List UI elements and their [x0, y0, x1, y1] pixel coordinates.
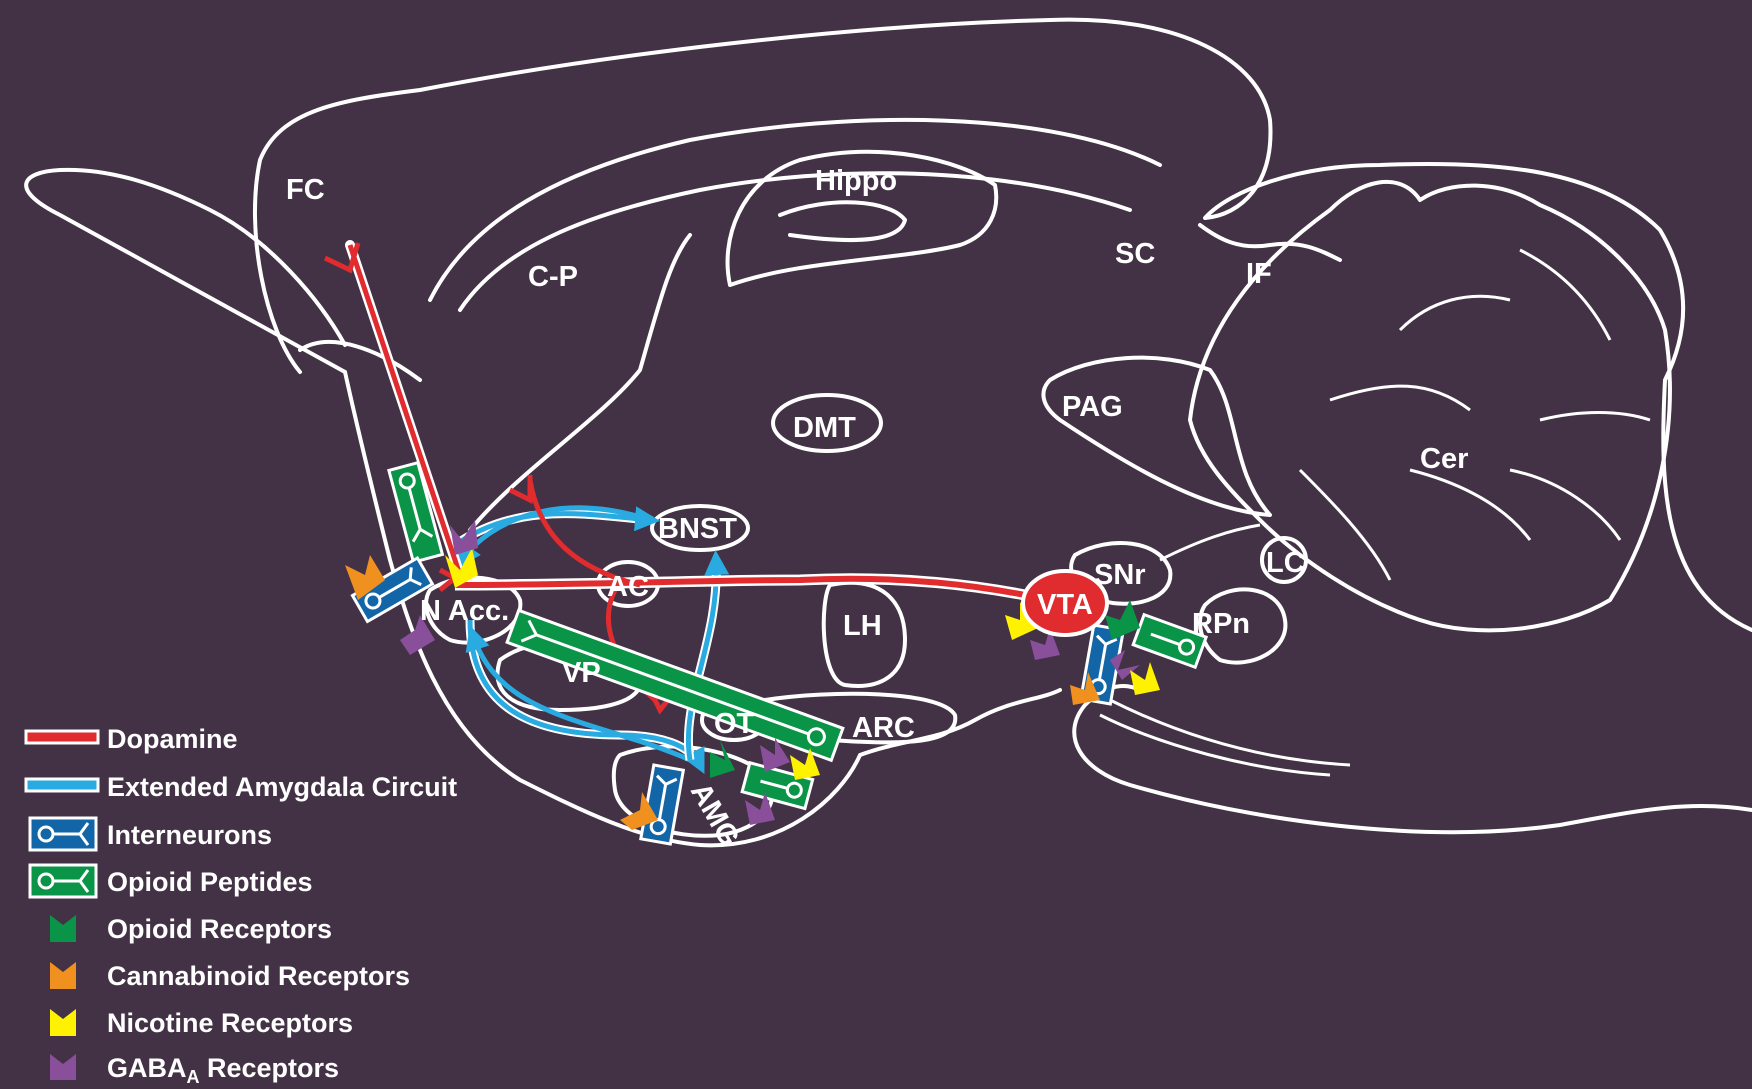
gaba-subscript: A: [187, 1067, 200, 1084]
brainstem-tract-line-2: [1110, 700, 1350, 765]
opioid-receptor-amg: [710, 740, 735, 778]
brainstem-outline: [1074, 686, 1752, 832]
legend-item-dopamine: Dopamine: [26, 724, 238, 754]
legend-item-interneurons: Interneurons: [30, 818, 272, 850]
label-n-acc: N Acc.: [420, 595, 509, 627]
legend-item-gaba-receptors: GABAA Receptors: [50, 1053, 339, 1084]
label-amg: AMG: [684, 778, 746, 853]
receptor-chevron-icon: [50, 1054, 76, 1080]
legend-item-opioid-receptors: Opioid Receptors: [50, 914, 332, 944]
legend-label-opioid-receptors: Opioid Receptors: [107, 914, 332, 944]
label-ac: AC: [607, 571, 649, 603]
legend-item-opioid-peptides: Opioid Peptides: [30, 865, 313, 897]
opioid-peptide-icon: [30, 865, 96, 897]
label-lh: LH: [843, 610, 882, 642]
label-rpn: RPn: [1192, 608, 1250, 640]
label-cer: Cer: [1420, 443, 1468, 475]
hippocampus-inner: [780, 202, 905, 240]
cerebellum-folia: [1300, 250, 1650, 580]
receptor-chevron-icon: [50, 915, 76, 942]
label-cp: C-P: [528, 261, 578, 293]
pag-outline: [1043, 358, 1270, 515]
lc-tract: [1160, 525, 1260, 560]
legend-item-extended-amygdala: Extended Amygdala Circuit: [26, 772, 457, 802]
label-hippo: Hippo: [815, 165, 897, 197]
gaba-main-text: GABA: [107, 1053, 187, 1083]
label-lc: LC: [1266, 547, 1305, 579]
legend-label-interneurons: Interneurons: [107, 820, 272, 850]
label-ot: OT: [714, 708, 755, 740]
diencephalon-outline: [470, 235, 690, 530]
receptor-chevron-icon: [50, 962, 76, 989]
opioid-peptide-projection: [507, 610, 843, 760]
label-pag: PAG: [1062, 391, 1123, 423]
legend-label-cannabinoid-receptors: Cannabinoid Receptors: [107, 961, 410, 991]
label-arc: ARC: [852, 712, 915, 744]
gaba-receptor-nacc-top: [450, 520, 478, 555]
gaba-rest-text: Receptors: [200, 1053, 340, 1083]
dopamine-branch-ac: [530, 480, 640, 585]
legend-label-nicotine-receptors: Nicotine Receptors: [107, 1008, 353, 1038]
tectum-outline: [1200, 225, 1340, 260]
legend-label-dopamine: Dopamine: [107, 724, 238, 754]
label-dmt: DMT: [793, 412, 856, 444]
label-snr: SNr: [1094, 559, 1146, 591]
brainstem-tract-line: [1100, 715, 1330, 775]
label-sc: SC: [1115, 238, 1155, 270]
label-if: IF: [1246, 258, 1272, 290]
receptor-chevron-icon: [50, 1009, 76, 1036]
olfactory-tract-outline: [300, 342, 420, 380]
legend-label-opioid-peptides: Opioid Peptides: [107, 867, 313, 897]
label-fc: FC: [286, 174, 325, 206]
label-vp: VP: [562, 657, 601, 689]
legend-label-extended-amygdala: Extended Amygdala Circuit: [107, 772, 457, 802]
label-vta: VTA: [1037, 589, 1093, 621]
label-bnst: BNST: [658, 513, 737, 545]
legend-label-gaba-receptors: GABAA Receptors: [107, 1053, 339, 1084]
interneuron-icon: [30, 818, 96, 850]
legend-item-cannabinoid-receptors: Cannabinoid Receptors: [50, 961, 410, 991]
legend-item-nicotine-receptors: Nicotine Receptors: [50, 1008, 353, 1038]
legend: Dopamine Extended Amygdala Circuit Inter…: [26, 724, 457, 1084]
